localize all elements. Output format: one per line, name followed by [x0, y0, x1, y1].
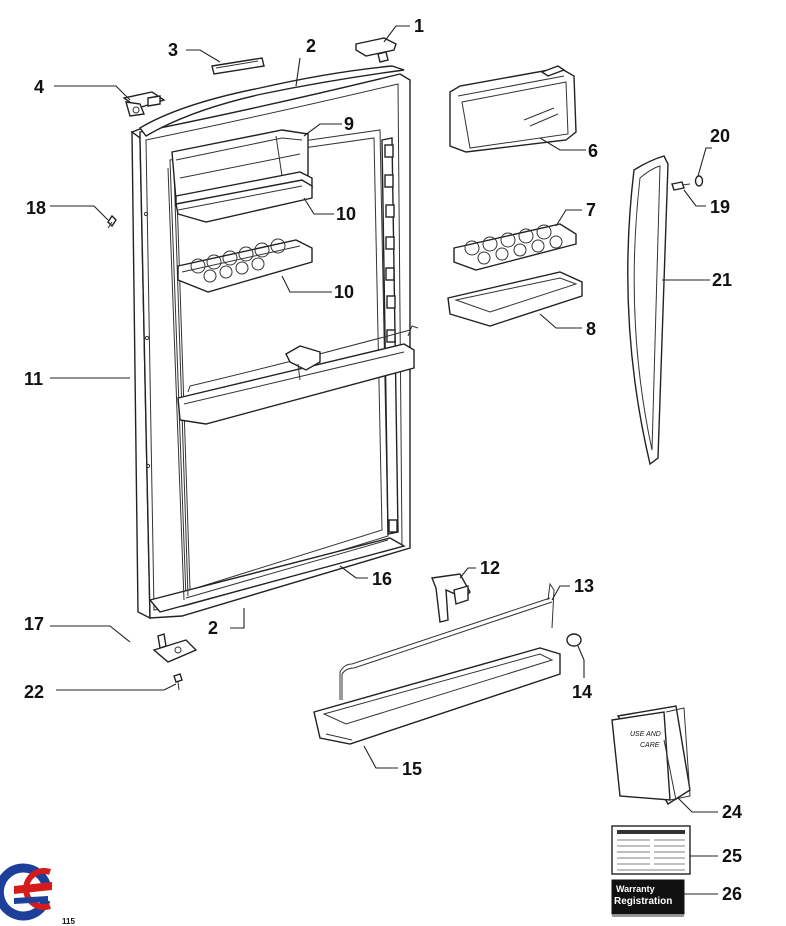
part-14-bumper — [566, 633, 582, 647]
label-part-11: 11 — [24, 369, 43, 389]
part-7-egg-tray — [453, 223, 577, 271]
part-17-bottom-hinge — [152, 633, 198, 663]
label-part-10-lower: 10 — [334, 282, 354, 302]
label-part-12: 12 — [480, 558, 500, 578]
door-bottom-strip — [148, 537, 406, 613]
label-part-21: 21 — [712, 270, 732, 290]
part-25-info-card — [611, 825, 691, 875]
label-part-16: 16 — [372, 569, 392, 589]
part-3-nameplate — [211, 57, 265, 75]
part-18-screw — [107, 214, 117, 229]
door-middle-shelf — [177, 325, 419, 425]
label-part-26: 26 — [722, 884, 742, 904]
manual-title-line2: CARE — [640, 742, 660, 749]
warranty-line2: Registration — [614, 896, 672, 907]
label-part-8: 8 — [586, 319, 596, 339]
page-number: 115 — [62, 917, 75, 926]
part-13-rail-bar — [339, 582, 555, 700]
manual-title-line1: USE AND — [630, 731, 661, 738]
label-part-6: 6 — [588, 141, 598, 161]
part-22-screw — [173, 673, 183, 691]
callout-labels: 1 2 3 4 9 6 20 18 10 7 19 21 10 8 11 12 … — [24, 16, 742, 904]
part-10-egg-shelf — [177, 238, 313, 293]
part-15-bottom-bin — [313, 647, 561, 745]
part-8-small-bin — [447, 271, 583, 327]
label-part-10-upper: 10 — [336, 204, 356, 224]
label-part-1: 1 — [414, 16, 424, 36]
label-part-17: 17 — [24, 614, 44, 634]
label-part-20: 20 — [710, 126, 730, 146]
label-part-3: 3 — [168, 40, 178, 60]
part-12-clip — [431, 573, 471, 623]
label-part-18: 18 — [26, 198, 46, 218]
label-part-25: 25 — [722, 846, 742, 866]
door-top-cap — [138, 65, 405, 137]
label-part-24: 24 — [722, 802, 742, 822]
part-4-top-hinge — [122, 91, 166, 117]
part-21-door-trim — [627, 155, 669, 466]
label-part-13: 13 — [574, 576, 594, 596]
door-right-rail — [381, 137, 399, 535]
label-part-9: 9 — [344, 114, 354, 134]
label-part-22: 22 — [24, 682, 44, 702]
part-26-warranty-card: Warranty Registration — [611, 879, 685, 917]
label-part-2-top: 2 — [306, 36, 316, 56]
label-part-7: 7 — [586, 200, 596, 220]
part-10-upper-shelf — [175, 179, 313, 223]
label-part-14: 14 — [572, 682, 592, 702]
leader-lines — [50, 25, 718, 895]
part-19-screw — [671, 181, 691, 191]
part-6-bin-cover — [449, 65, 577, 153]
label-part-4: 4 — [34, 77, 44, 97]
label-part-19: 19 — [710, 197, 730, 217]
part-24-use-and-care-manual: USE AND CARE — [611, 705, 691, 805]
part-20-washer — [694, 175, 704, 187]
warranty-line1: Warranty — [616, 884, 655, 894]
label-part-2-bottom: 2 — [208, 618, 218, 638]
part-1-hinge-cap — [355, 37, 397, 63]
brand-logo — [0, 863, 52, 921]
label-part-15: 15 — [402, 759, 422, 779]
